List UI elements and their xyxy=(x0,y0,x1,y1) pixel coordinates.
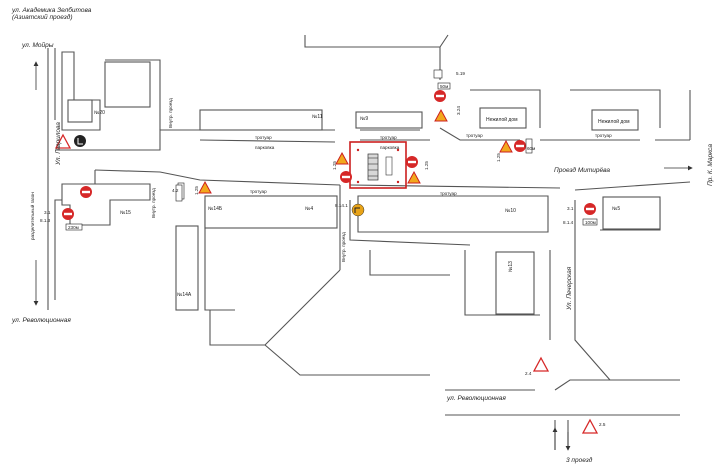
label-house-1: Нежилой дом xyxy=(486,116,518,123)
street-moiry: ул. Мойры xyxy=(21,41,54,49)
house-nonres-1 xyxy=(479,107,527,129)
label-trotuar-6: тротуар xyxy=(250,189,267,194)
label-b11: №11 xyxy=(312,114,323,120)
no-entry-icon xyxy=(340,171,352,183)
direction-arrows xyxy=(33,61,693,451)
label-trotuar-1: тротуар xyxy=(255,135,272,140)
building-14b xyxy=(204,195,338,229)
street-revolyutsionnaya-left: ул. Революционная xyxy=(11,317,71,324)
sign-label-2-5: 2.5 xyxy=(599,422,606,427)
building-14a xyxy=(175,225,199,311)
road-signs xyxy=(54,69,599,434)
sign-label-8-14: 8.14.1 xyxy=(335,203,348,208)
road-works-warning-icon xyxy=(335,151,349,165)
label-b5: №5 xyxy=(612,206,620,212)
sign-label-3-1: 3.1 xyxy=(44,210,51,215)
street-revolyutsionnaya-bottom: ул. Революционная xyxy=(446,395,506,402)
no-entry-icon xyxy=(62,208,74,220)
give-way-icon xyxy=(54,133,72,149)
building-5 xyxy=(602,196,661,230)
building-11 xyxy=(199,109,323,131)
street-pr-k-marksa: Пр. К. Маркса xyxy=(707,144,714,186)
building-15 xyxy=(61,183,151,226)
sign-label-4-2: 4.2 xyxy=(172,188,179,193)
sign-label-8-1-4: 8.1.4 xyxy=(563,220,574,225)
label-b15: №15 xyxy=(120,210,131,216)
label-trotuar-2: тротуар xyxy=(380,135,397,140)
label-house-2: Нежилой дом xyxy=(598,118,630,125)
label-b4: №4 xyxy=(305,206,313,212)
road-works-warning-icon xyxy=(434,108,448,122)
sign-label-1-25-c: 1.25 xyxy=(194,186,199,195)
road-network xyxy=(47,34,691,450)
label-b14a: №14А xyxy=(177,292,192,298)
label-trotuar-5: тротуар xyxy=(440,191,457,196)
label-b20: №20 xyxy=(94,110,105,116)
plate-100m: 100м xyxy=(585,220,596,225)
street-third-proezd: 3 проезд xyxy=(566,456,593,464)
street-akademika: ул. Академика Зелбитова xyxy=(11,6,92,14)
road-works-warning-icon xyxy=(407,170,421,184)
building-13 xyxy=(495,251,535,315)
label-parkovka-2: парковка xyxy=(380,145,400,150)
street-vnutr-1: Внутр. проезд xyxy=(168,98,173,128)
label-parkovka-1: парковка xyxy=(255,145,275,150)
sign-label-5-19: 5.19 xyxy=(456,71,465,76)
give-way-icon xyxy=(581,418,599,434)
sign-label-1-25-d: 1.25 xyxy=(496,153,501,162)
no-entry-icon xyxy=(584,203,596,215)
road-works-warning-icon xyxy=(198,180,212,194)
plate-50m: 50м xyxy=(440,84,448,89)
label-b14b: №14Б xyxy=(208,206,223,212)
no-entry-icon xyxy=(434,90,446,102)
detour-direction-icon xyxy=(351,203,365,217)
give-way-icon xyxy=(532,356,550,372)
plate-230m: 230м xyxy=(68,225,79,230)
work-zone xyxy=(349,141,407,189)
sign-label-1-25-b: 1.25 xyxy=(424,161,429,170)
building-10 xyxy=(357,195,549,233)
label-b13: №13 xyxy=(508,261,514,272)
sign-label-2-4: 2.4 xyxy=(525,371,532,376)
sign-label-3-1-b: 3.1 xyxy=(567,206,574,211)
street-proezd-mitireva: Проезд Митирёва xyxy=(554,166,610,174)
sign-label-1-25: 1.25 xyxy=(332,161,337,170)
street-vnutr-3: Внутр. проезд xyxy=(341,232,346,262)
plate-60m: 60м xyxy=(527,146,535,151)
buildings xyxy=(61,51,661,315)
label-b9: №9 xyxy=(360,116,368,122)
no-entry-icon xyxy=(514,140,526,152)
no-entry-icon xyxy=(406,156,418,168)
road-works-warning-icon xyxy=(499,139,513,153)
label-trotuar-3: тротуар xyxy=(466,133,483,138)
street-pecherskaya: Ул. Печерская xyxy=(566,266,573,311)
sign-label-3-24: 3.24 xyxy=(456,106,461,115)
label-b10: №10 xyxy=(505,208,516,214)
no-entry-icon xyxy=(80,186,92,198)
label-trotuar-4: тротуар xyxy=(595,133,612,138)
sign-label-8-1-3: 8.1.3 xyxy=(40,218,51,223)
mandatory-direction-icon xyxy=(74,135,86,147)
building-20-annex xyxy=(67,99,93,123)
building-9 xyxy=(355,111,423,129)
street-gavrilova: Ул. Гаврилова xyxy=(55,122,62,166)
street-razdelitelny: разделительный газон xyxy=(29,192,35,240)
street-akademika-sub: (Азиатский проезд) xyxy=(12,13,73,21)
street-vnutr-2: Внутр. проезд xyxy=(151,188,156,218)
house-nonres-2 xyxy=(591,109,639,131)
building-tall xyxy=(104,61,151,108)
